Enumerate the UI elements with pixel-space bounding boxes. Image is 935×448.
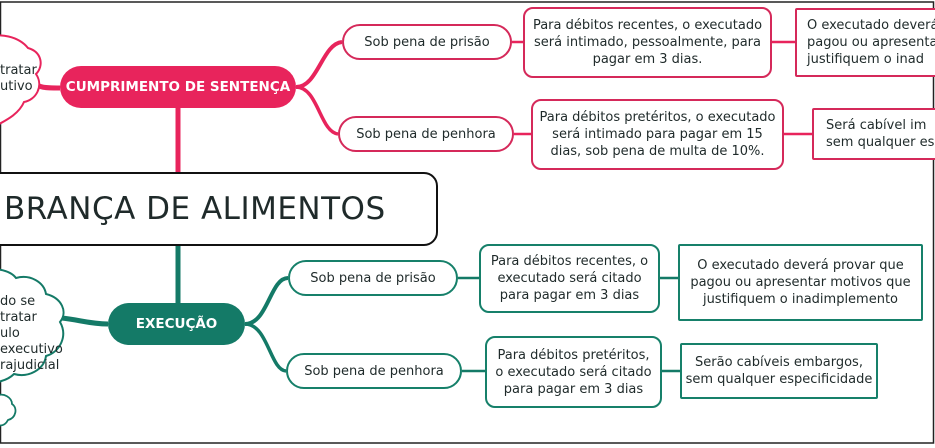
cumprimento-penhora-detail-text: Para débitos pretéritos, o executado ser… (539, 110, 776, 159)
execucao-penhora-label: Sob pena de penhora (304, 363, 444, 379)
cumprimento-de-sentenca-node[interactable]: CUMPRIMENTO DE SENTENÇA (60, 66, 296, 108)
execucao-penhora-detail-node[interactable]: Para débitos pretéritos, o executado ser… (485, 336, 662, 408)
execucao-prisao-outcome-text: O executado deverá provar que pagou ou a… (690, 258, 911, 307)
green-cloud-connector (61, 315, 109, 327)
cumprimento-prisao-label: Sob pena de prisão (364, 34, 490, 50)
top-cloud-shape (0, 34, 42, 125)
red-branch-upper (295, 40, 343, 89)
cumprimento-prisao-detail-node[interactable]: Para débitos recentes, o executado será … (523, 7, 772, 78)
cumprimento-prisao-outcome-node[interactable]: O executado deverá pagou ou apresentar j… (795, 8, 935, 77)
red-branch-lower (295, 85, 339, 136)
execucao-prisao-node[interactable]: Sob pena de prisão (288, 260, 458, 296)
cumprimento-penhora-node[interactable]: Sob pena de penhora (338, 116, 514, 152)
execucao-penhora-outcome-text: Serão cabíveis embargos, sem qualquer es… (685, 355, 873, 387)
execucao-prisao-detail-text: Para débitos recentes, o executado será … (490, 254, 649, 303)
execucao-penhora-outcome-node[interactable]: Serão cabíveis embargos, sem qualquer es… (680, 343, 878, 399)
execucao-prisao-detail-node[interactable]: Para débitos recentes, o executado será … (479, 244, 660, 313)
cumprimento-penhora-detail-node[interactable]: Para débitos pretéritos, o executado ser… (531, 99, 784, 170)
green-branch-lower (244, 322, 287, 373)
cumprimento-prisao-outcome-text: O executado deverá pagou ou apresentar j… (807, 18, 935, 67)
execucao-label: EXECUÇÃO (135, 316, 218, 332)
bottom-cloud-label: do se tratar ulo executivo rajudicial (0, 294, 63, 373)
top-cloud-label: tratar utivo (0, 63, 37, 94)
top-cloud-text: tratar utivo (0, 63, 37, 95)
execucao-penhora-detail-text: Para débitos pretéritos, o executado ser… (495, 347, 652, 397)
cumprimento-label: CUMPRIMENTO DE SENTENÇA (65, 79, 291, 95)
cumprimento-penhora-outcome-node[interactable]: Será cabível im sem qualquer es (812, 108, 935, 160)
central-topic-title: BRANÇA DE ALIMENTOS (4, 191, 386, 227)
cumprimento-penhora-label: Sob pena de penhora (356, 126, 496, 142)
green-branch-upper (244, 276, 289, 326)
bottom-cloud-shape (0, 268, 65, 383)
execucao-prisao-outcome-node[interactable]: O executado deverá provar que pagou ou a… (678, 244, 923, 321)
cumprimento-penhora-outcome-text: Será cabível im sem qualquer es (826, 118, 935, 150)
cumprimento-prisao-detail-text: Para débitos recentes, o executado será … (532, 18, 763, 67)
cumprimento-prisao-node[interactable]: Sob pena de prisão (342, 24, 512, 60)
central-topic-node[interactable]: BRANÇA DE ALIMENTOS (0, 172, 438, 246)
small-cloud-shape (0, 393, 17, 427)
execucao-node[interactable]: EXECUÇÃO (108, 303, 245, 345)
bottom-cloud-text: do se tratar ulo executivo rajudicial (0, 294, 64, 374)
execucao-penhora-node[interactable]: Sob pena de penhora (286, 353, 462, 389)
execucao-prisao-label: Sob pena de prisão (310, 270, 436, 286)
